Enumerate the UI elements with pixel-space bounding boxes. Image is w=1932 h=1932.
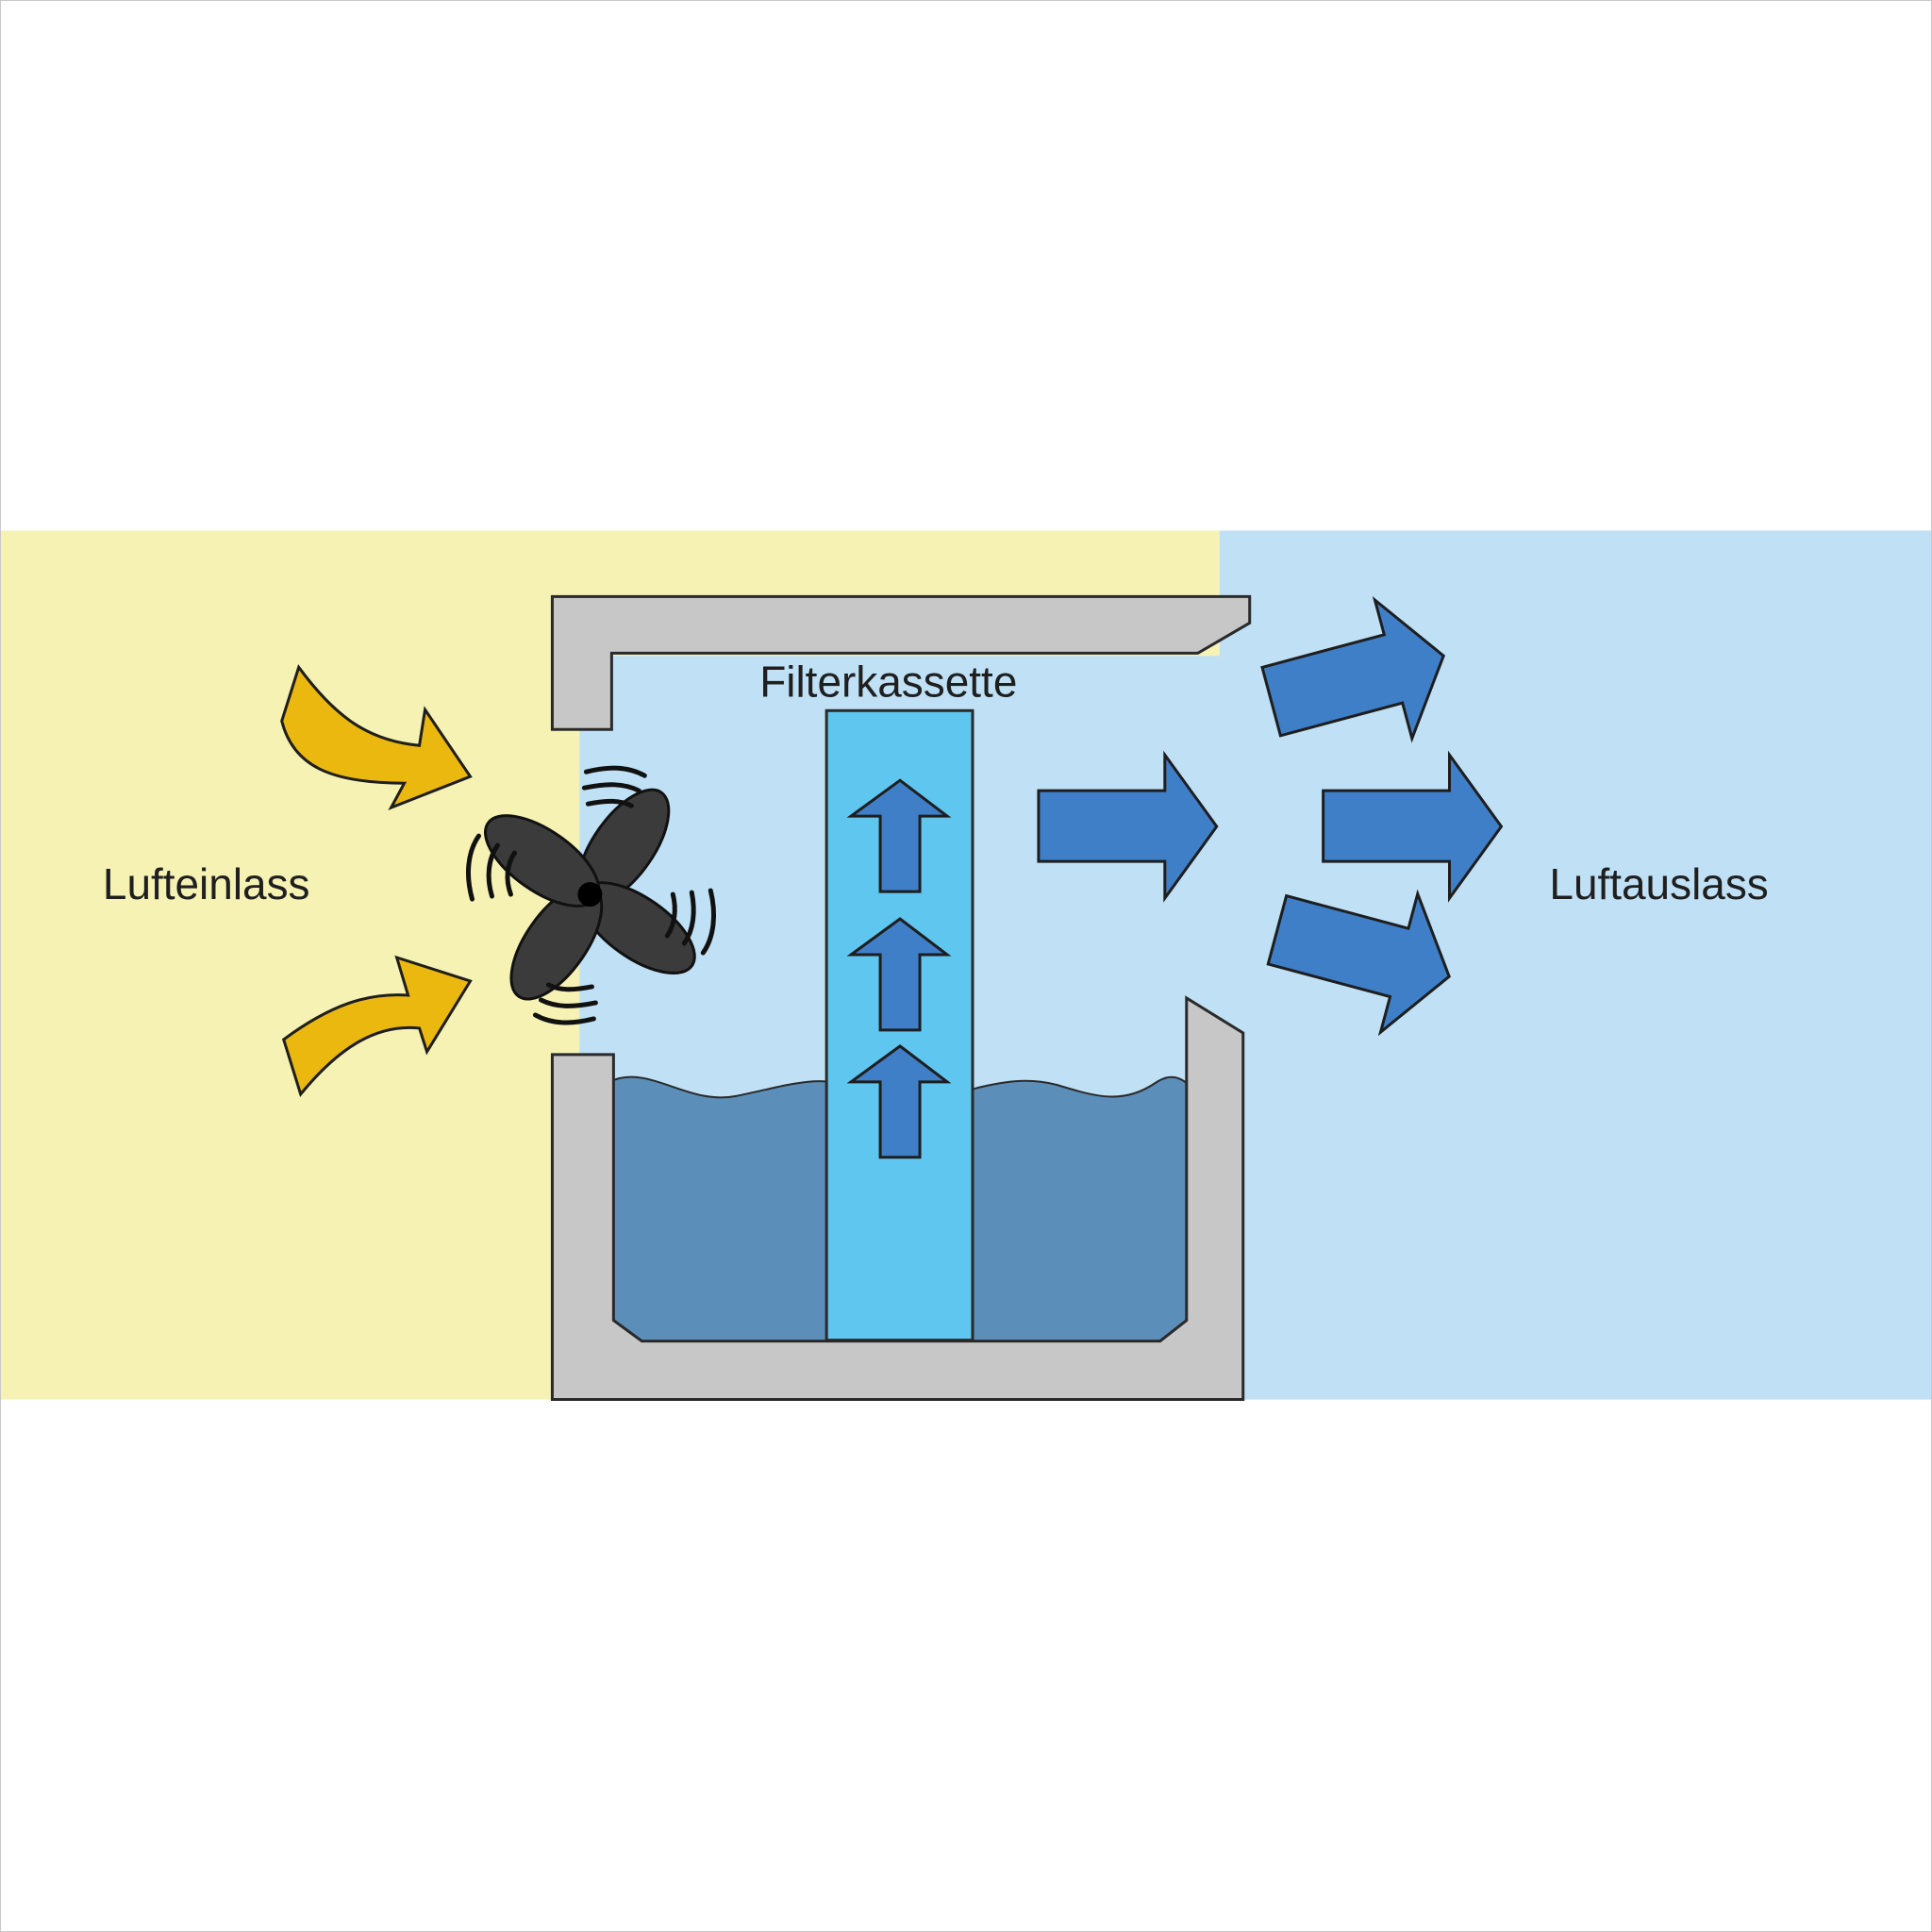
flow-arrow-icon [846,917,952,1032]
flow-arrow-icon [1037,750,1219,903]
intake-arrow-icon [280,664,473,811]
housing-bottom [550,995,1245,1402]
flow-arrow-icon [1260,596,1445,743]
flow-arrow-icon [1322,750,1504,903]
intake-arrows [280,664,473,1097]
intake-arrow-icon [281,955,473,1097]
flow-arrow-icon [846,1044,952,1159]
fan-motion-lines [466,765,717,1025]
filter-flow-arrows [846,778,952,1159]
inlet-label: Lufteinlass [103,859,310,908]
flow-arrow-icon [846,778,952,893]
outflow-arrows [1037,596,1504,1037]
flow-arrow-icon [1266,889,1451,1037]
housing-top [550,594,1252,731]
outlet-label: Luftauslass [1549,859,1768,908]
filter-label: Filterkassette [759,657,1017,706]
fan-icon [466,765,717,1025]
fan-hub [577,882,603,908]
